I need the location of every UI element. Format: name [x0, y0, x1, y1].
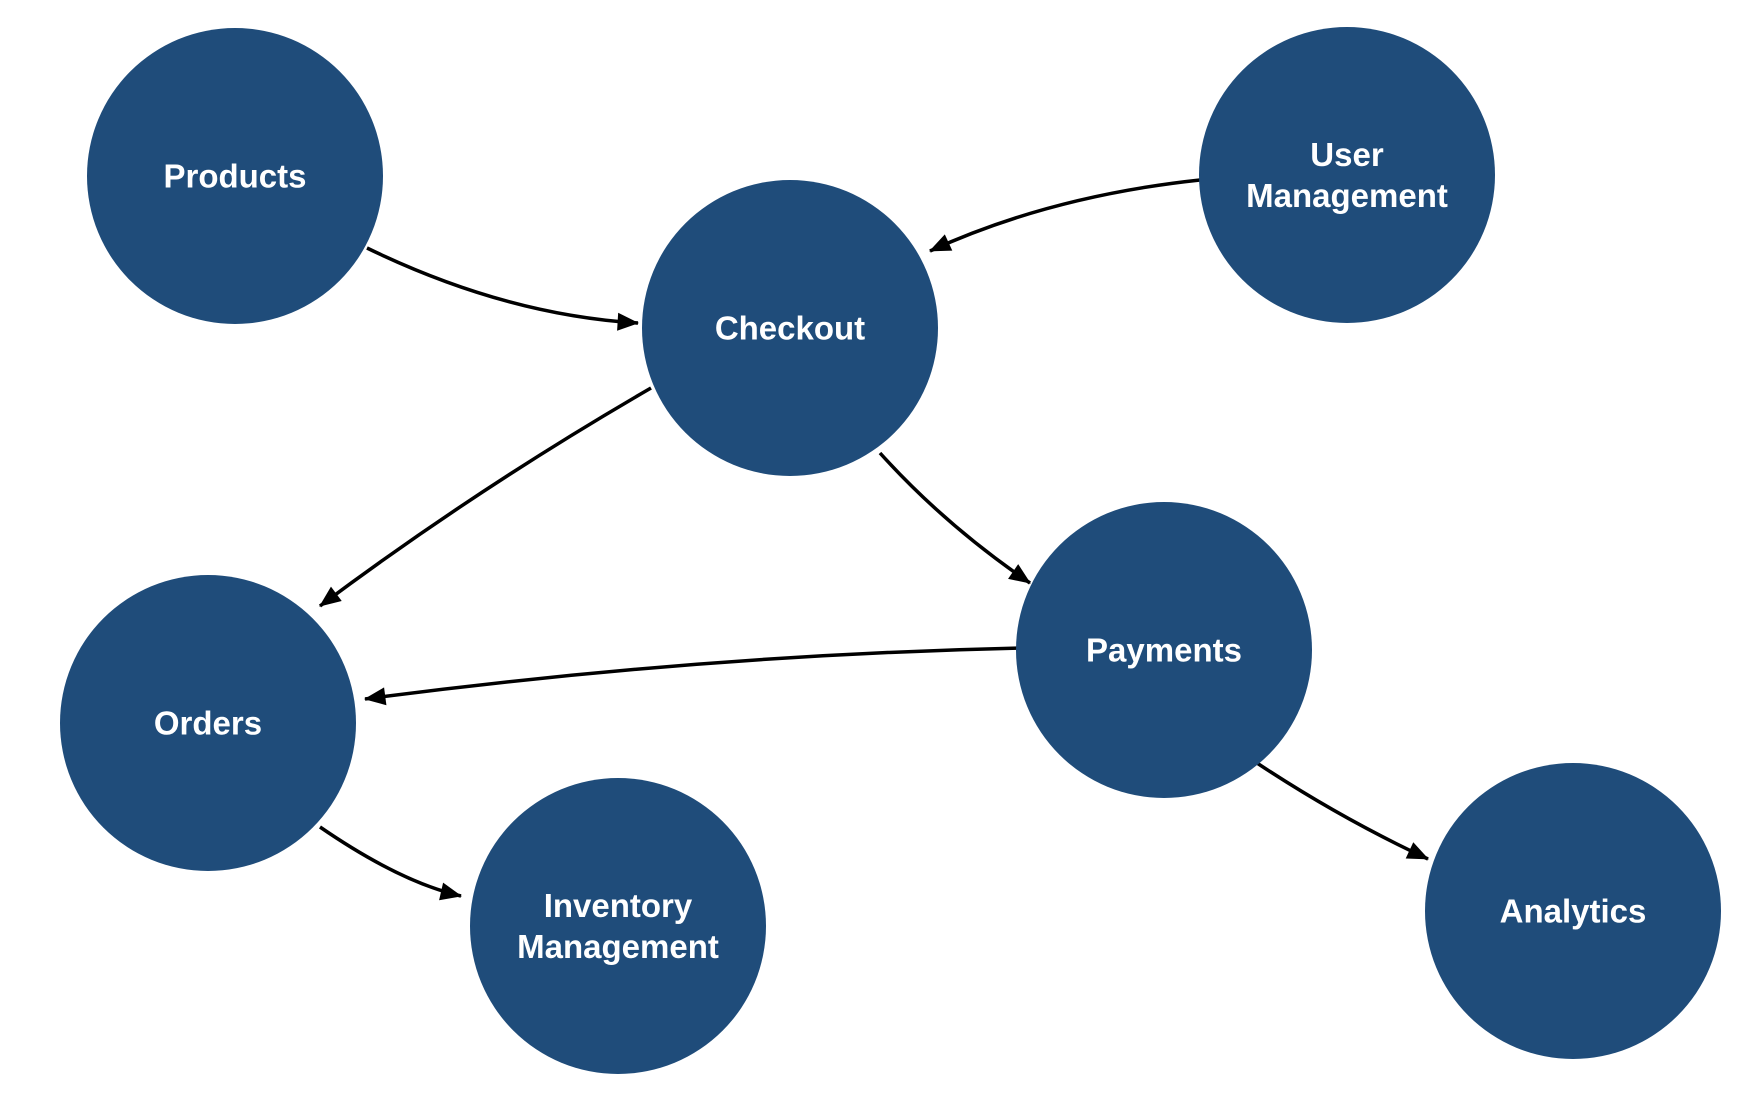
edge-payments-to-analytics	[1256, 761, 1429, 861]
edge-checkout-to-orders	[318, 386, 652, 608]
orders-circle	[60, 575, 356, 871]
edges-layer	[318, 178, 1429, 901]
edge-checkout-to-payments	[878, 451, 1031, 585]
orders-label: Orders	[154, 705, 262, 742]
checkout-circle	[642, 180, 938, 476]
edge-orders-to-inventory-management	[319, 825, 462, 901]
edge-payments-to-orders	[363, 646, 1023, 706]
node-analytics: Analytics	[1425, 763, 1721, 1059]
edge-products-to-checkout	[366, 246, 640, 331]
analytics-circle	[1425, 763, 1721, 1059]
node-products: Products	[87, 28, 383, 324]
products-circle	[87, 28, 383, 324]
edge-user-management-to-checkout	[929, 178, 1201, 253]
node-checkout: Checkout	[642, 180, 938, 476]
inventory-management-circle	[470, 778, 766, 1074]
checkout-label: Checkout	[715, 310, 865, 347]
analytics-label: Analytics	[1500, 893, 1647, 930]
node-payments: Payments	[1016, 502, 1312, 798]
products-label: Products	[163, 158, 306, 195]
payments-circle	[1016, 502, 1312, 798]
payments-label: Payments	[1086, 632, 1242, 669]
node-orders: Orders	[60, 575, 356, 871]
user-management-circle	[1199, 27, 1495, 323]
